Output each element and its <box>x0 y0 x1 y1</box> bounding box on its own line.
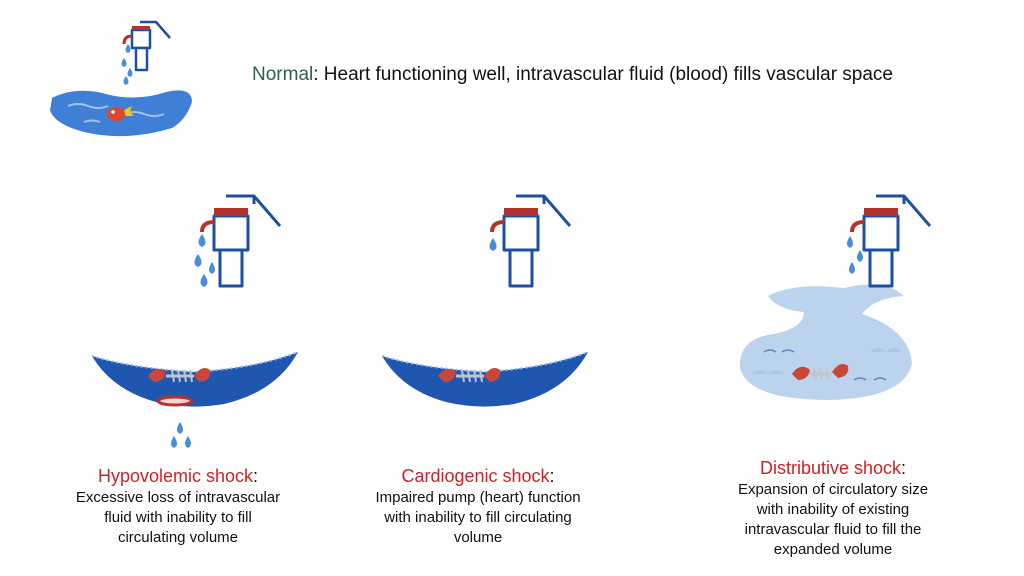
normal-fluid-pool <box>50 90 192 137</box>
cardiogenic-pump-illustration <box>490 194 572 288</box>
hypovolemic-title: Hypovolemic shock <box>97 466 254 486</box>
cardiogenic-description: Impaired pump (heart) function with inab… <box>375 489 581 546</box>
cardiogenic-water-drop <box>489 238 497 251</box>
distributive-water-drops <box>847 236 863 274</box>
cardiogenic-colon: : <box>549 466 555 486</box>
distributive-title: Distributive shock <box>759 458 902 478</box>
fish-skeleton-icon <box>438 368 501 383</box>
pump-icon <box>862 194 932 288</box>
distributive-caption: Distributive shock: Expansion of circula… <box>700 458 966 560</box>
normal-label: Normal <box>252 64 314 85</box>
pump-icon <box>130 20 171 72</box>
hypovolemic-vessel <box>91 351 299 407</box>
fish-skeleton-icon <box>148 368 211 383</box>
cardiogenic-title: Cardiogenic shock <box>401 466 550 486</box>
distributive-description: Expansion of circulatory size with inabi… <box>737 481 929 558</box>
hypovolemic-description: Excessive loss of intravascular fluid wi… <box>75 489 281 546</box>
normal-description: Normal: Heart functioning well, intravas… <box>252 64 893 86</box>
pump-icon <box>502 194 572 288</box>
normal-water-drops <box>121 44 133 85</box>
cardiogenic-caption: Cardiogenic shock: Impaired pump (heart)… <box>344 466 612 548</box>
fish-skeleton-icon <box>792 364 849 381</box>
hypovolemic-water-drops <box>194 234 215 287</box>
hypovolemic-caption: Hypovolemic shock: Excessive loss of int… <box>50 466 306 548</box>
normal-text: : Heart functioning well, intravascular … <box>313 64 893 85</box>
hypovolemic-colon: : <box>253 466 259 486</box>
hypovolemic-leak-drops <box>171 422 191 448</box>
heart-icon <box>107 106 134 121</box>
hypovolemic-pump-illustration <box>200 194 282 288</box>
cardiogenic-vessel <box>381 351 589 407</box>
pump-icon <box>212 194 282 288</box>
distributive-colon: : <box>901 458 907 478</box>
distributive-pump-illustration <box>850 194 932 288</box>
distributive-vessel <box>739 284 912 400</box>
normal-pump-illustration <box>122 20 171 72</box>
